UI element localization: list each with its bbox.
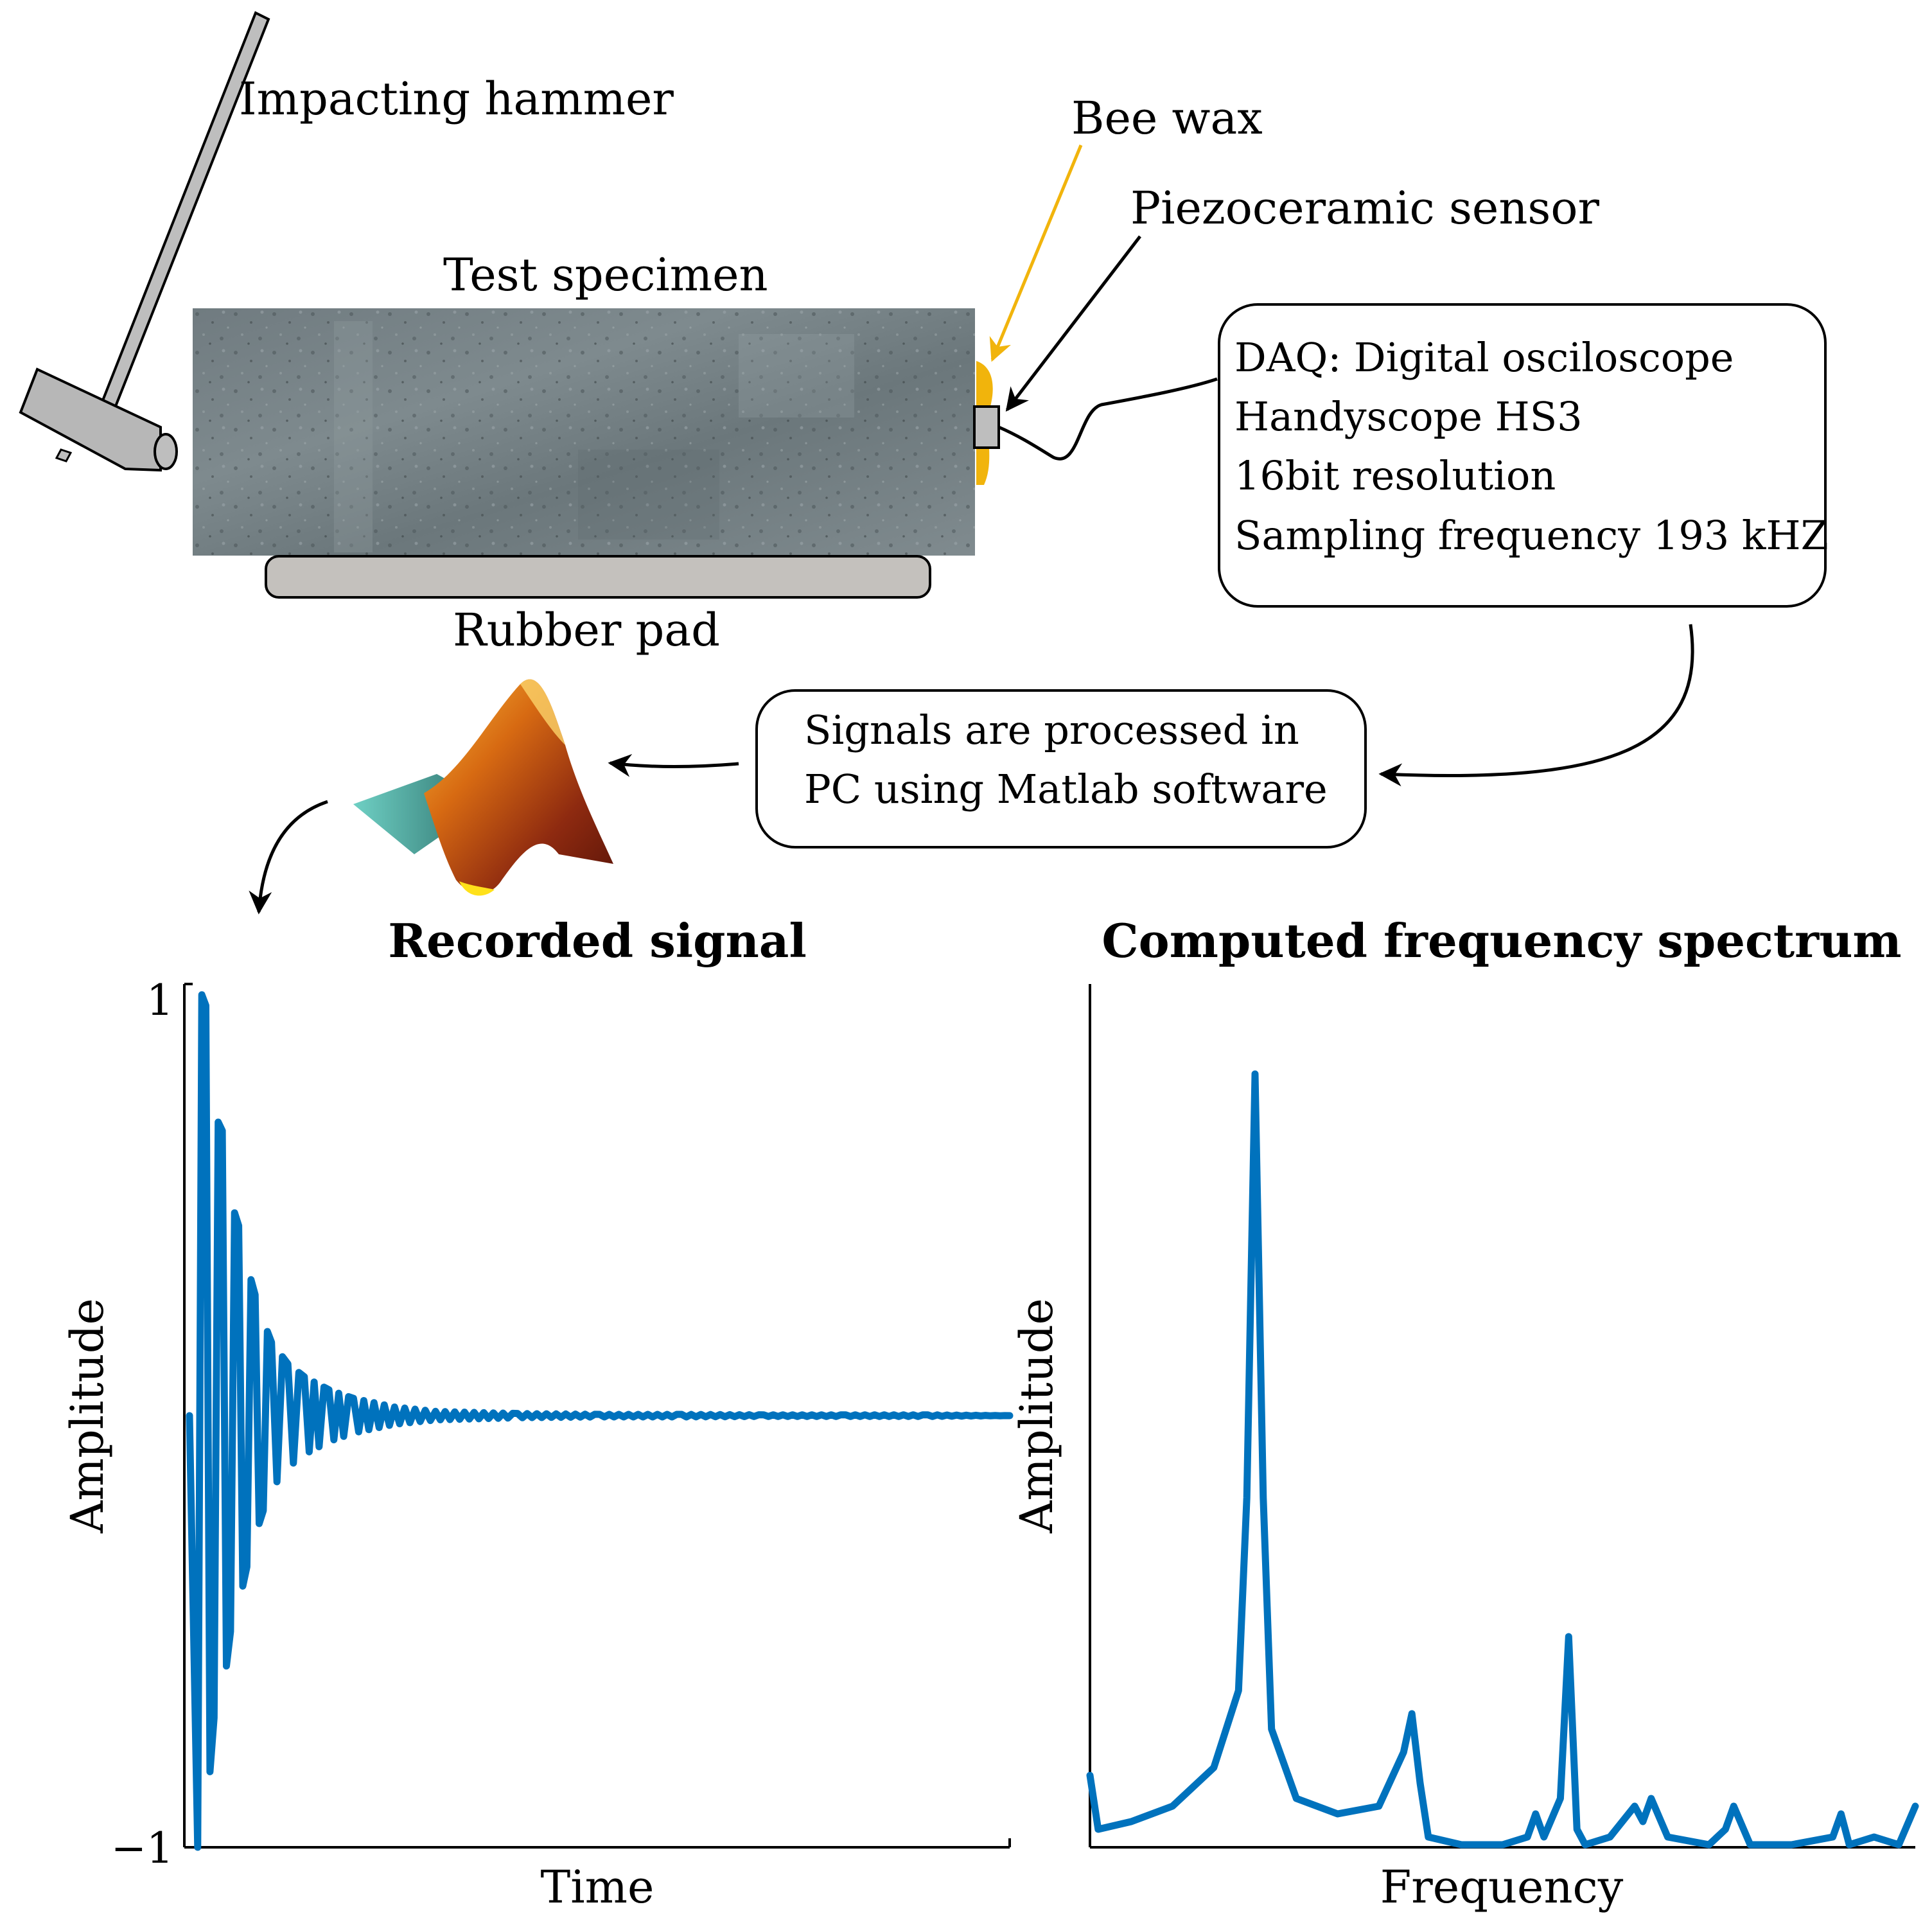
chart1-series-line bbox=[186, 991, 1014, 1851]
bee-wax-label: Bee wax bbox=[1071, 92, 1263, 145]
piezo-sensor bbox=[973, 405, 1000, 449]
chart1-ytick-neg1: −1 bbox=[111, 1824, 173, 1873]
setup-diagram: Impacting hammer Test specimen Rubber pa… bbox=[19, 11, 1829, 915]
pc-line-2: PC using Matlab software bbox=[804, 766, 1328, 813]
chart1-ytick-1: 1 bbox=[146, 976, 173, 1025]
hammer-label: Impacting hammer bbox=[239, 73, 674, 125]
chart1-ylabel: Amplitude bbox=[61, 1298, 114, 1534]
pc-line-1: Signals are processed in bbox=[804, 707, 1299, 753]
daq-line-2: Handyscope HS3 bbox=[1234, 393, 1583, 440]
chart2-ylabel: Amplitude bbox=[1010, 1298, 1063, 1534]
chart2-series-line bbox=[1086, 1070, 1919, 1849]
hammer-icon bbox=[19, 11, 270, 472]
test-specimen bbox=[193, 308, 975, 556]
daq-box bbox=[1218, 303, 1827, 608]
pc-box bbox=[755, 689, 1367, 848]
matlab-logo-icon bbox=[353, 679, 613, 896]
recorded-signal-chart: Recorded signal 1 −1 Time Amplitude bbox=[61, 913, 1014, 1913]
daq-line-3: 16bit resolution bbox=[1234, 452, 1556, 499]
specimen-label: Test specimen bbox=[443, 249, 768, 301]
sensor-arrow bbox=[1005, 235, 1141, 412]
chart1-title: Recorded signal bbox=[388, 913, 807, 968]
matlab-to-chart-arrow bbox=[249, 800, 328, 915]
chart2-title: Computed frequency spectrum bbox=[1102, 913, 1901, 968]
rubber-pad bbox=[265, 555, 931, 599]
bee-wax-arrow bbox=[989, 145, 1083, 362]
daq-line-1: DAQ: Digital osciloscope bbox=[1234, 334, 1734, 381]
rubber-pad-label: Rubber pad bbox=[453, 604, 720, 656]
daq-to-pc-arrow bbox=[1378, 624, 1694, 787]
chart1-xlabel: Time bbox=[541, 1861, 654, 1913]
sensor-label: Piezoceramic sensor bbox=[1130, 182, 1599, 234]
daq-line-4: Sampling frequency 193 kHZ bbox=[1234, 512, 1829, 559]
frequency-spectrum-chart: Computed frequency spectrum Frequency Am… bbox=[1010, 913, 1919, 1913]
sensor-cable bbox=[998, 377, 1218, 461]
pc-to-matlab-arrow bbox=[608, 753, 739, 777]
chart2-xlabel: Frequency bbox=[1380, 1861, 1624, 1913]
